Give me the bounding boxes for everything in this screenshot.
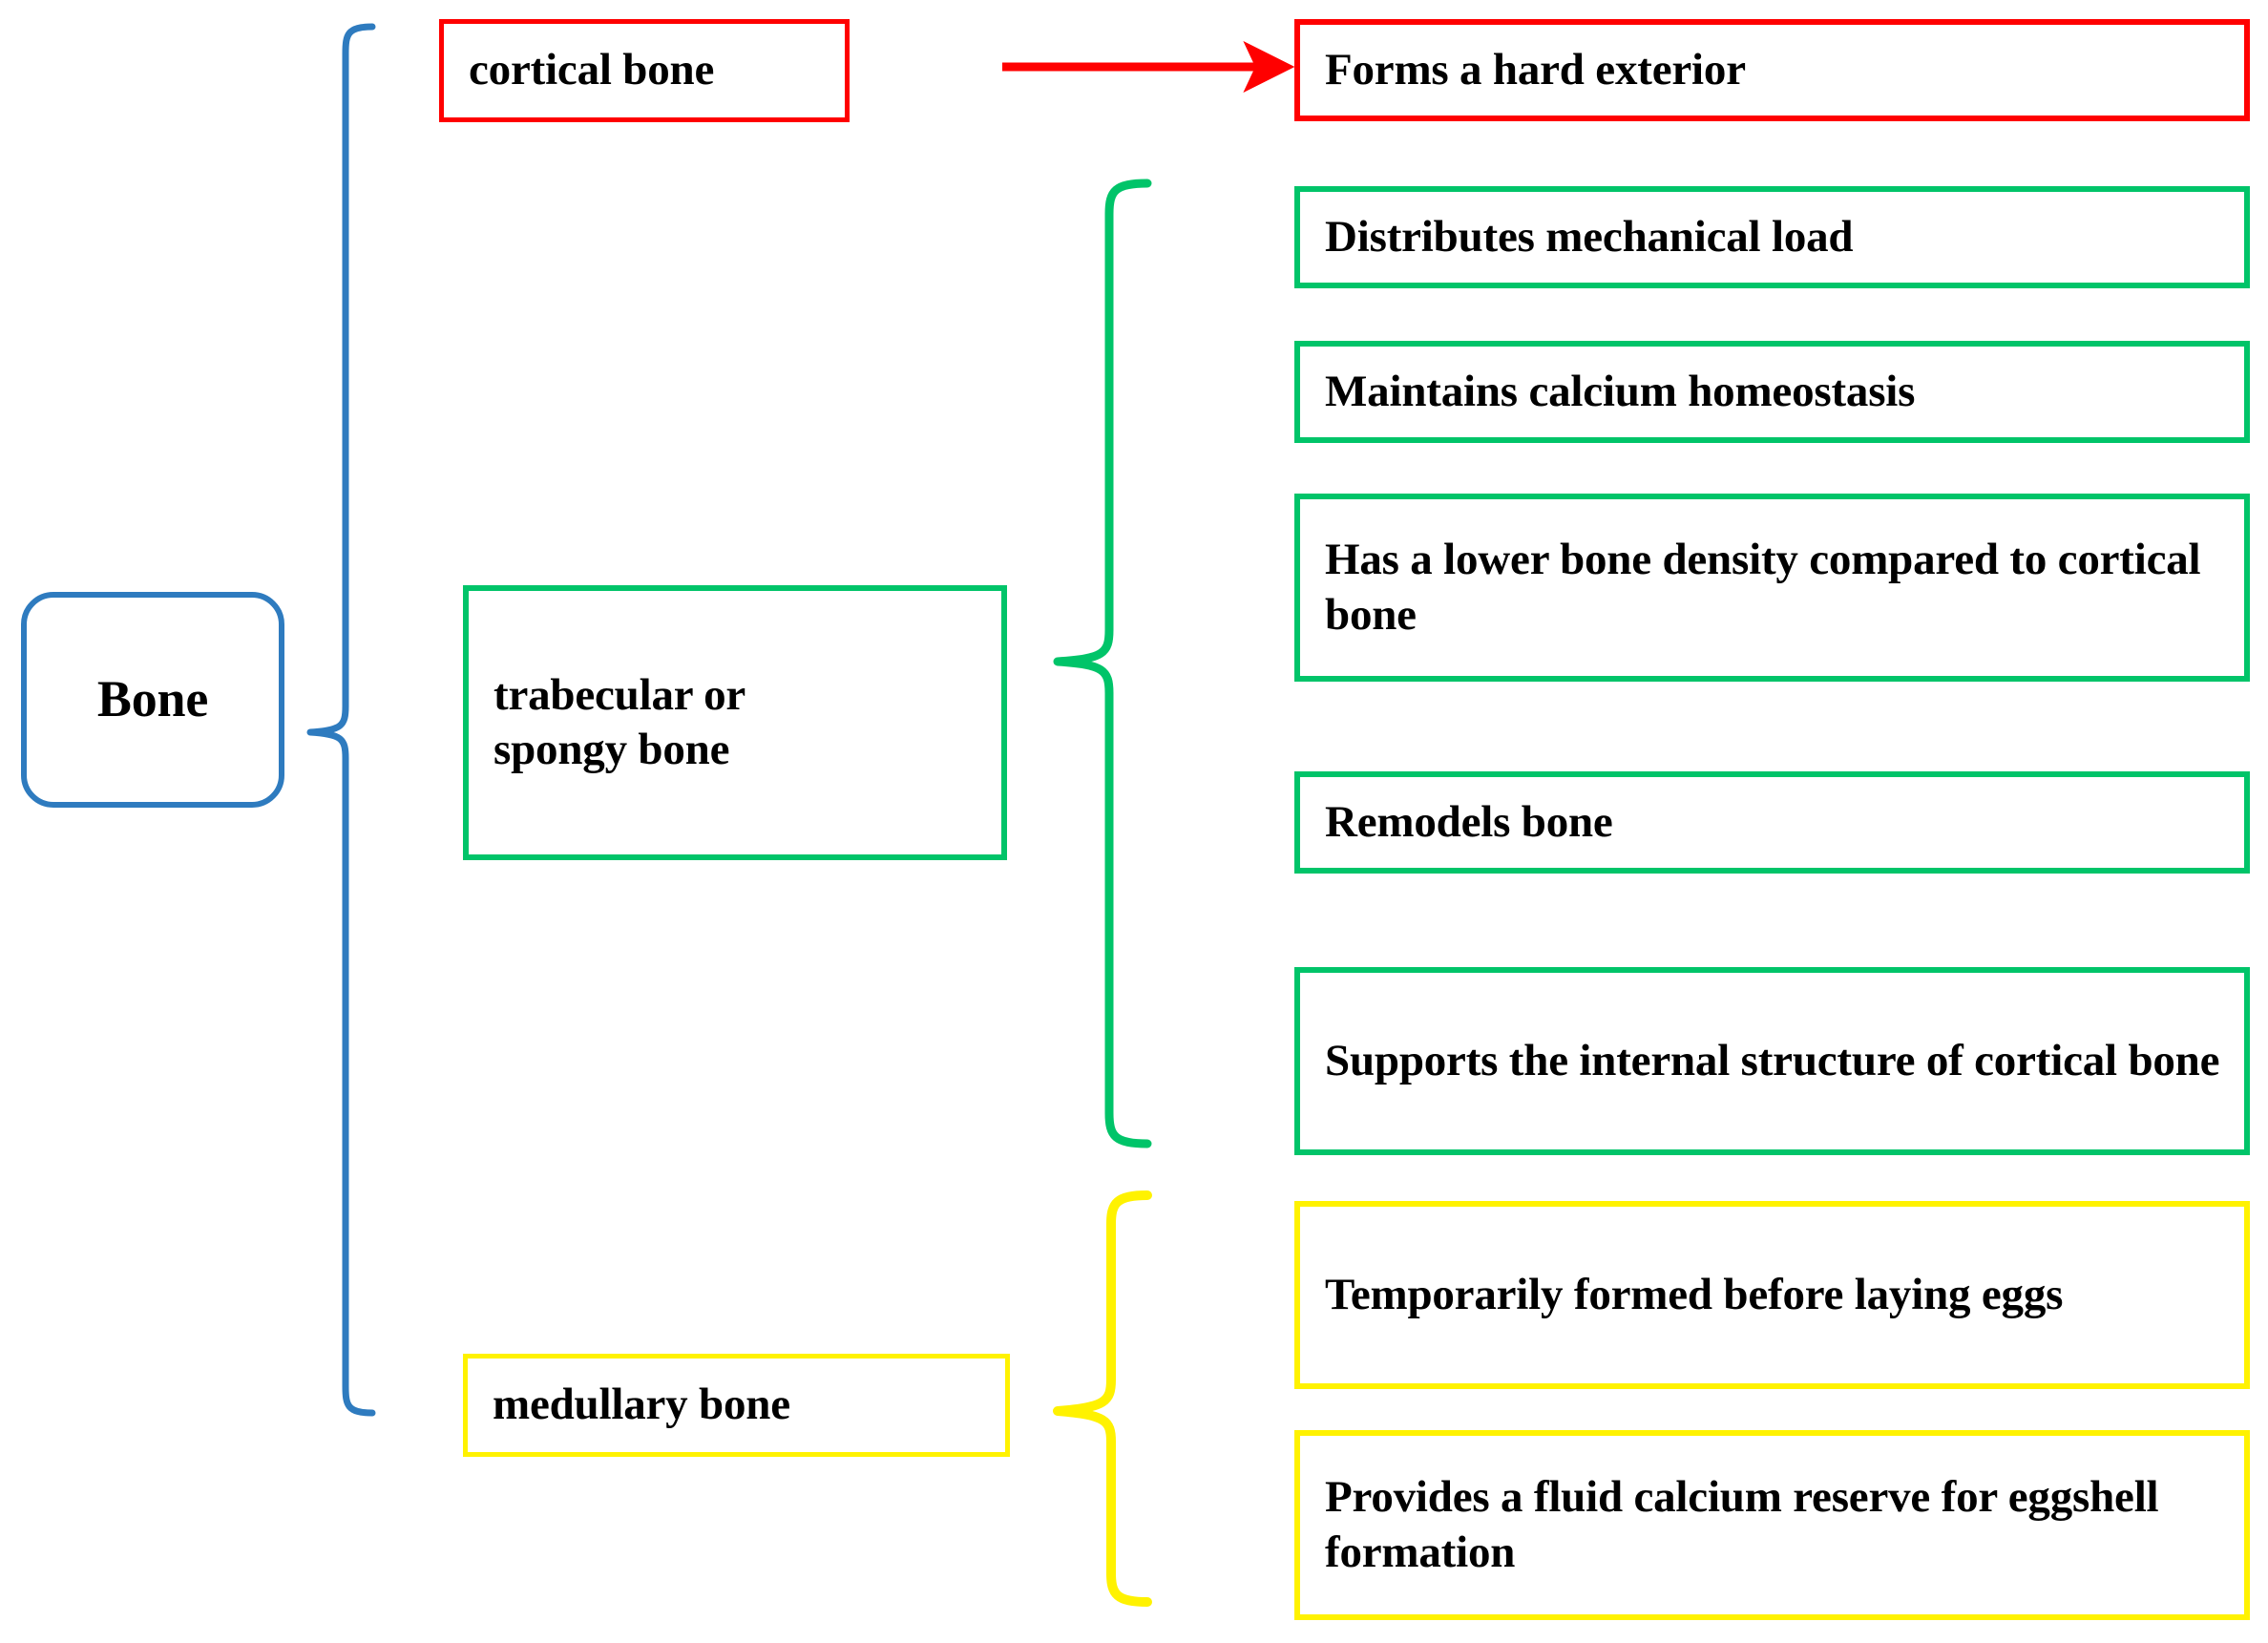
leaf-node-forms-hard-exterior[interactable]: Forms a hard exterior [1294, 19, 2250, 121]
root-node-bone[interactable]: Bone [21, 592, 284, 808]
leaf-node-label: Has a lower bone density compared to cor… [1325, 535, 2201, 640]
blue-curly-brace-connector [306, 23, 376, 1417]
green-curly-brace-connector [1053, 179, 1152, 1148]
root-node-label: Bone [96, 670, 209, 728]
branch-node-medullary-bone[interactable]: medullary bone [463, 1354, 1010, 1457]
yellow-curly-brace-connector [1053, 1190, 1152, 1607]
leaf-node-fluid-calcium-reserve[interactable]: Provides a fluid calcium reserve for egg… [1294, 1430, 2250, 1620]
leaf-node-remodels-bone[interactable]: Remodels bone [1294, 771, 2250, 874]
branch-node-medullary-bone-label: medullary bone [493, 1380, 790, 1430]
leaf-node-supports-internal-structure[interactable]: Supports the internal structure of corti… [1294, 967, 2250, 1155]
branch-node-trabecular-line-1: trabecular or [494, 669, 746, 720]
leaf-node-distributes-mechanical-load[interactable]: Distributes mechanical load [1294, 186, 2250, 288]
leaf-node-label: Maintains calcium homeostasis [1325, 366, 1916, 416]
leaf-node-temporarily-formed-before-laying-eggs[interactable]: Temporarily formed before laying eggs [1294, 1201, 2250, 1389]
leaf-node-label: Temporarily formed before laying eggs [1325, 1269, 2064, 1319]
leaf-node-label: Provides a fluid calcium reserve for egg… [1325, 1472, 2159, 1577]
branch-node-cortical-bone[interactable]: cortical bone [439, 19, 850, 122]
leaf-node-label: Remodels bone [1325, 796, 1613, 847]
leaf-node-label: Supports the internal structure of corti… [1325, 1035, 2220, 1085]
leaf-node-label: Distributes mechanical load [1325, 211, 1854, 262]
leaf-node-label: Forms a hard exterior [1325, 44, 1746, 95]
branch-node-trabecular-bone-label: trabecular or spongy bone [469, 668, 755, 778]
branch-node-cortical-bone-label: cortical bone [469, 45, 715, 95]
branch-node-trabecular-line-2: spongy bone [494, 725, 730, 774]
leaf-node-maintains-calcium-homeostasis[interactable]: Maintains calcium homeostasis [1294, 341, 2250, 443]
red-arrow-connector [1002, 41, 1295, 93]
leaf-node-lower-bone-density[interactable]: Has a lower bone density compared to cor… [1294, 494, 2250, 682]
branch-node-trabecular-bone[interactable]: trabecular or spongy bone [463, 585, 1007, 860]
